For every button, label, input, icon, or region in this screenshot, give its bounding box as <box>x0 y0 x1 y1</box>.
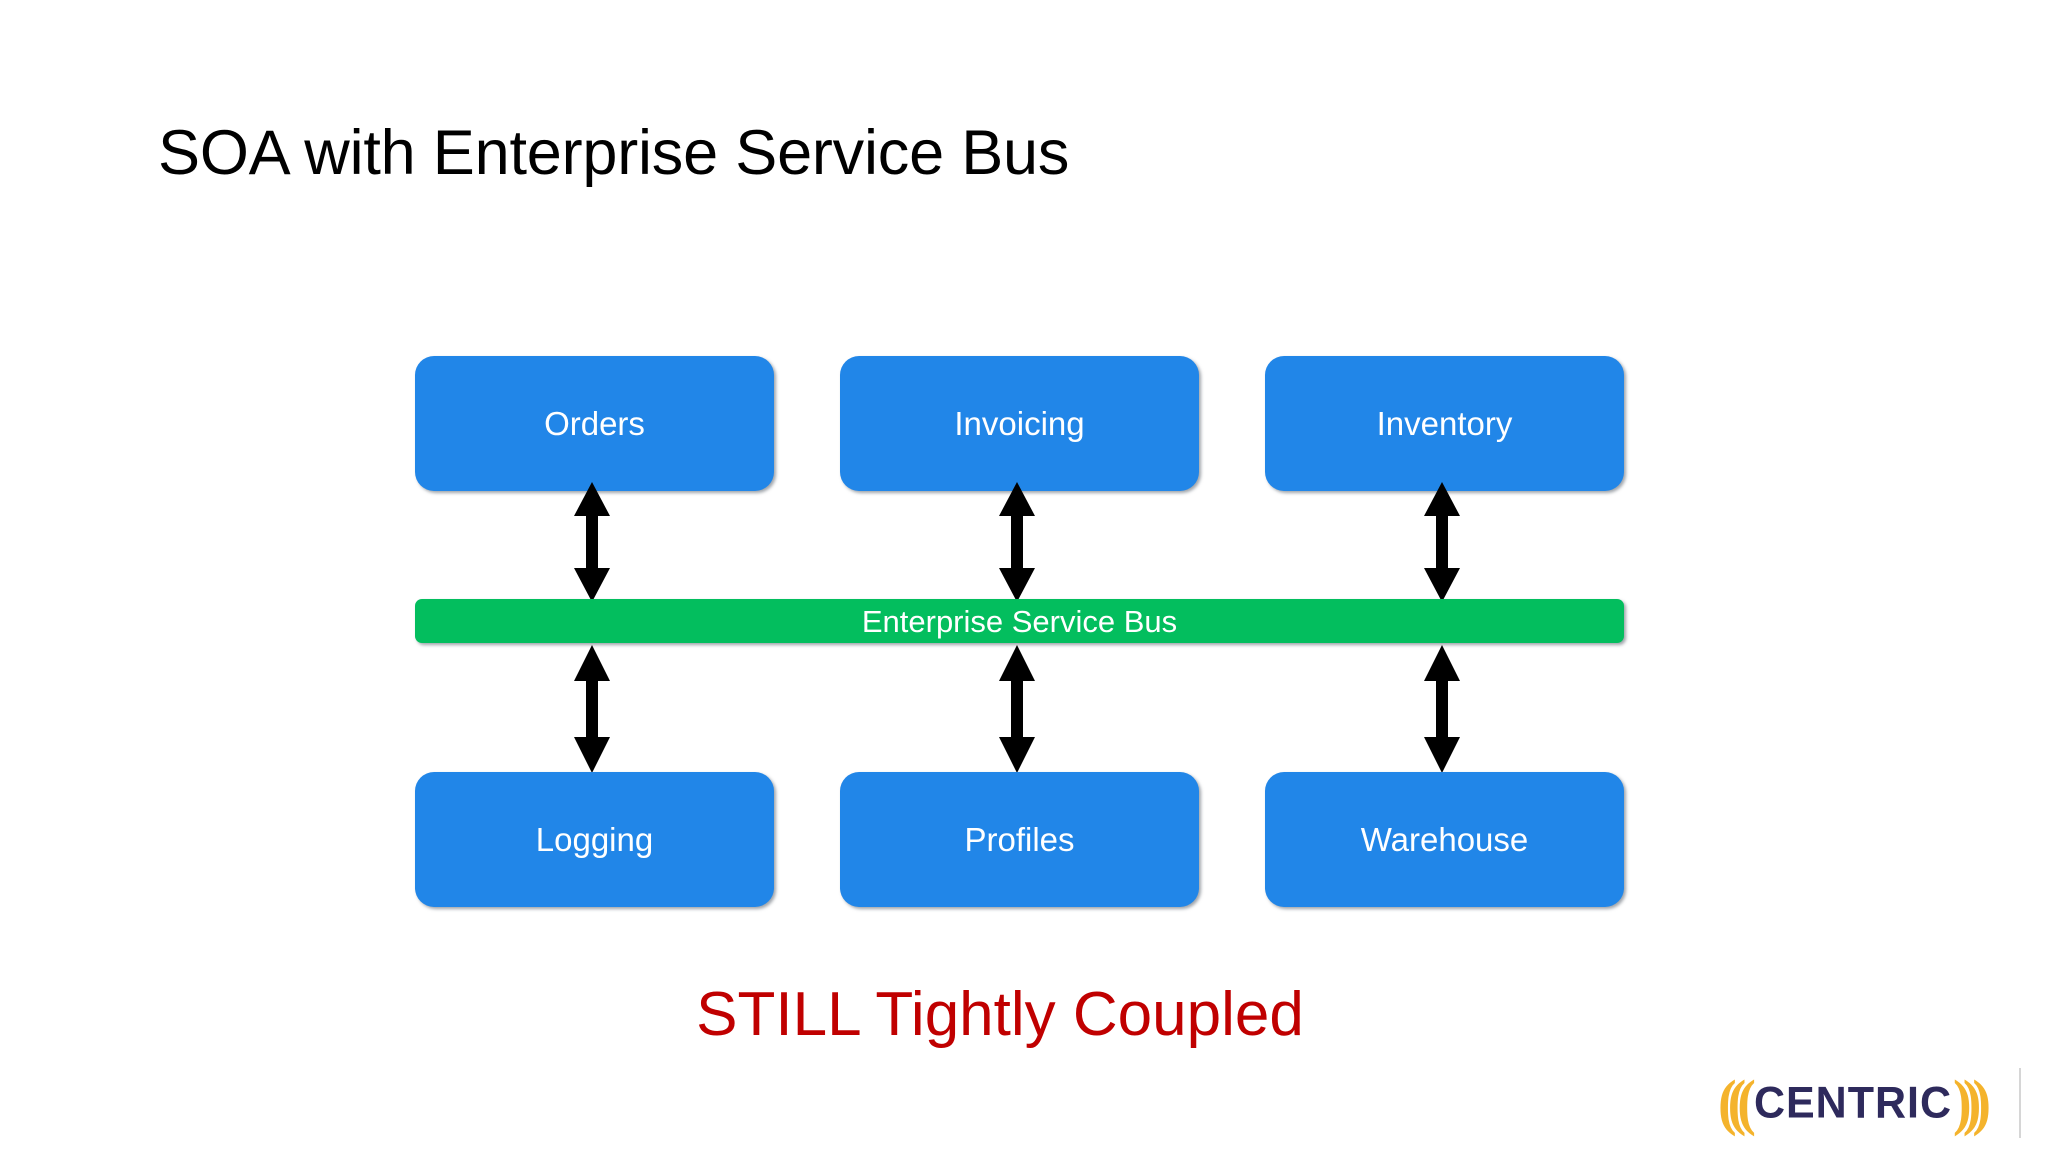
logo-wordmark: CENTRIC <box>1753 1077 1953 1128</box>
service-box-label: Logging <box>535 821 654 858</box>
service-box-label: Warehouse <box>1360 821 1529 858</box>
service-box-orders[interactable]: Orders <box>415 356 774 491</box>
service-box-label: Profiles <box>964 821 1075 858</box>
service-box-label: Invoicing <box>954 405 1085 442</box>
logo-left-paren-icon: ((( <box>1717 1068 1756 1138</box>
caption-text-block: STILL Tightly Coupled <box>0 980 2048 1049</box>
service-box-profiles[interactable]: Profiles <box>840 772 1199 907</box>
double-arrow-icon-orders-bus <box>570 482 614 602</box>
enterprise-service-bus-label: Enterprise Service Bus <box>861 603 1178 639</box>
double-arrow-icon-bus-warehouse <box>1420 645 1464 773</box>
enterprise-service-bus-bar[interactable]: Enterprise Service Bus <box>415 599 1624 643</box>
double-arrow-icon-inventory-bus <box>1420 482 1464 602</box>
double-arrow-icon-invoicing-bus <box>995 482 1039 602</box>
caption-label: STILL Tightly Coupled <box>696 980 1304 1049</box>
service-box-inventory[interactable]: Inventory <box>1265 356 1624 491</box>
service-box-label: Inventory <box>1376 405 1513 442</box>
centric-logo: ((( CENTRIC ))) <box>1679 1068 2021 1138</box>
service-box-logging[interactable]: Logging <box>415 772 774 907</box>
double-arrow-icon-bus-logging <box>570 645 614 773</box>
page-title: SOA with Enterprise Service Bus <box>158 118 1070 188</box>
logo-edge-divider <box>2019 1068 2021 1138</box>
service-box-label: Orders <box>544 405 645 442</box>
logo-row: ((( CENTRIC ))) <box>1718 1072 1991 1135</box>
logo-right-paren-icon: ))) <box>1953 1068 1991 1138</box>
service-box-warehouse[interactable]: Warehouse <box>1265 772 1624 907</box>
double-arrow-icon-bus-profiles <box>995 645 1039 773</box>
service-box-invoicing[interactable]: Invoicing <box>840 356 1199 491</box>
